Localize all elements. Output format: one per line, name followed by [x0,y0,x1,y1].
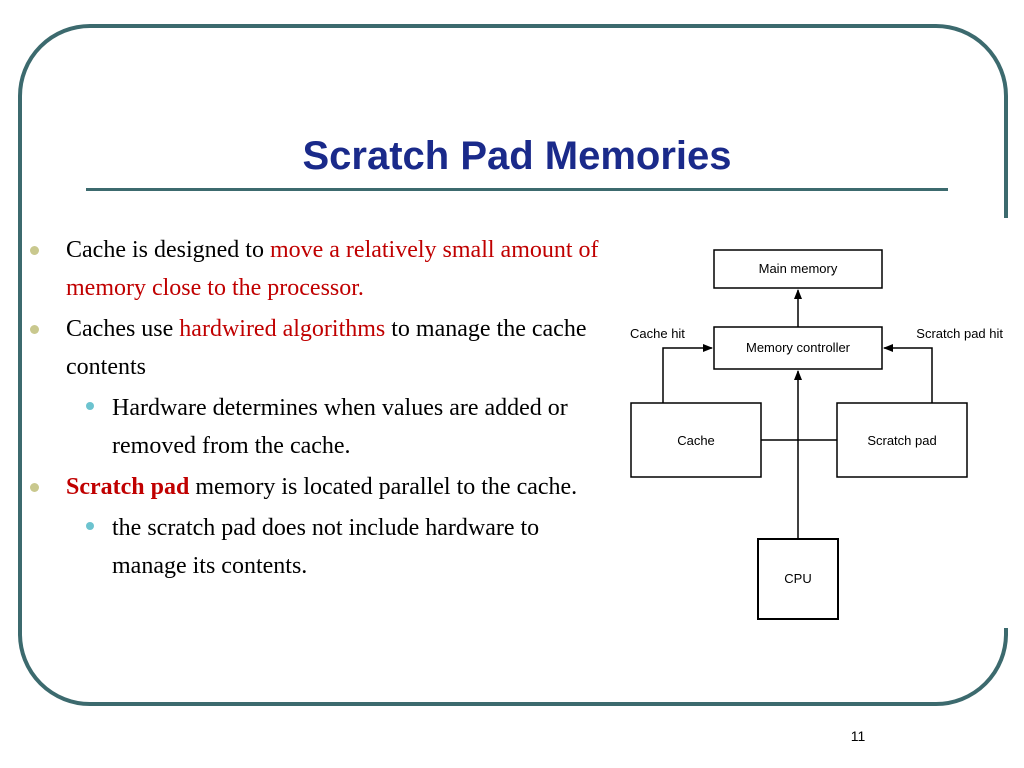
bullet-emphasis: hardwired algorithms [179,316,386,342]
scratch-pad-label: Scratch pad [867,433,936,448]
cache-box [630,402,762,478]
page-number: 11 [850,728,866,744]
bullet-item: Cache is designed to move a relatively s… [30,231,600,307]
bullet-text: to manage the cache contents [66,316,587,380]
title-underline [86,188,948,191]
bullet-dot-icon [30,246,39,255]
bullet-text: Caches use [66,316,180,342]
sub-bullet-item: the scratch pad does not include hardwar… [30,509,600,585]
bullet-emphasis: Scratch pad [66,474,190,500]
scratch-pad-box [836,402,968,478]
main-memory-label: Main memory [759,261,838,276]
bullet-text: memory is located parallel to the cache. [189,474,578,500]
slide-title: Scratch Pad Memories [302,134,732,178]
cache-hit-label: Cache hit [630,326,685,341]
bullet-list: Cache is designed to move a relatively s… [30,231,600,588]
sub-bullet-dot-icon [86,402,94,410]
cache-hit-arrow [662,344,713,403]
memory-controller-box [713,326,883,370]
bullet-item: Scratch pad memory is located parallel t… [30,468,600,506]
sub-bullet-text: the scratch pad does not include hardwar… [112,515,540,579]
bullet-dot-icon [30,483,39,492]
sub-bullet-text: Hardware determines when values are adde… [112,395,568,459]
frame-gap [1000,218,1014,628]
bullet-dot-icon [30,325,39,334]
scratch-pad-hit-label: Scratch pad hit [916,326,1003,341]
bullet-emphasis: move a relatively small amount of memory… [66,237,599,301]
cache-label: Cache [677,433,715,448]
cpu-label: CPU [784,571,811,586]
cpu-box [757,538,839,620]
sub-bullet-item: Hardware determines when values are adde… [30,389,600,465]
scratch-pad-hit-arrow [883,344,933,403]
main-memory-box [713,249,883,289]
memory-controller-label: Memory controller [746,340,851,355]
sub-bullet-dot-icon [86,522,94,530]
memory-architecture-diagram: Main memory Memory controller Cache Scra… [630,249,1003,620]
bullet-text: Cache is designed to [66,237,270,263]
bullet-item: Caches use hardwired algorithms to manag… [30,310,600,386]
